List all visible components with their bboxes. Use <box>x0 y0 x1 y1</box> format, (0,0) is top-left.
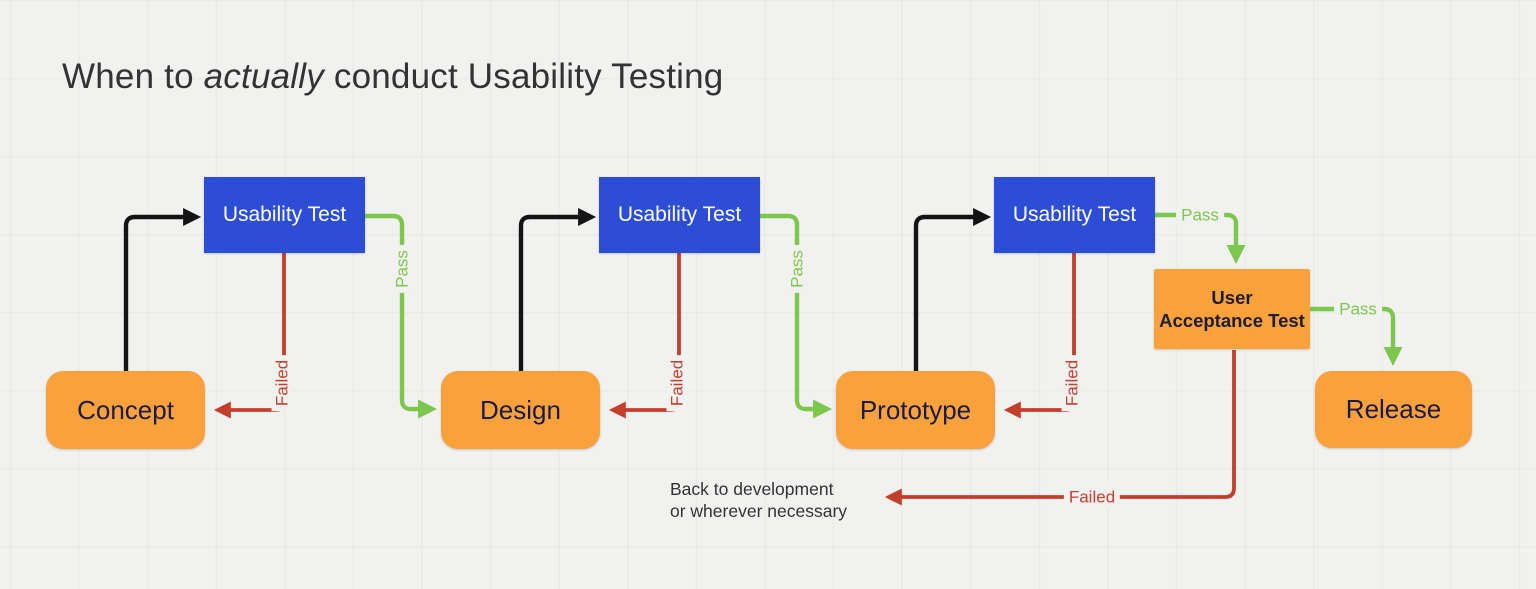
label-pass-3: Pass <box>1176 204 1224 226</box>
node-design-label: Design <box>480 394 561 425</box>
node-concept-label: Concept <box>77 394 174 425</box>
node-prototype: Prototype <box>836 371 995 449</box>
edge-pass-uat-to-release <box>1310 306 1403 367</box>
edge-pass-test3-to-uat <box>1155 212 1246 265</box>
node-usability-test-2: Usability Test <box>599 177 760 253</box>
edge-failed-uat-to-development <box>884 350 1236 506</box>
note-line-1: Back to development <box>670 479 834 499</box>
edge-pass-test1-to-design <box>365 213 438 419</box>
label-pass-2: Pass <box>786 245 808 293</box>
title-prefix: When to <box>62 57 204 96</box>
node-uat-label-line2: Acceptance Test <box>1159 310 1305 331</box>
edge-design-to-usability-test-2 <box>518 208 597 371</box>
note-back-to-development: Back to development or wherever necessar… <box>670 478 847 523</box>
note-line-2: or wherever necessary <box>670 501 848 522</box>
edge-concept-to-usability-test-1 <box>123 208 202 371</box>
node-prototype-label: Prototype <box>859 394 972 425</box>
node-usability-test-2-label: Usability Test <box>617 203 742 226</box>
node-usability-test-3: Usability Test <box>994 177 1155 253</box>
edge-prototype-to-usability-test-3 <box>913 208 992 371</box>
label-failed-3: Failed <box>1061 354 1083 412</box>
label-pass-4: Pass <box>1334 298 1382 320</box>
edge-pass-test2-to-prototype <box>760 213 833 419</box>
node-uat-label-line1: User <box>1211 286 1253 308</box>
diagram-title: When to actually conduct Usability Testi… <box>62 57 723 97</box>
label-failed-2: Failed <box>666 354 688 412</box>
node-user-acceptance-test: User Acceptance Test <box>1154 269 1310 349</box>
label-failed-4: Failed <box>1063 486 1121 508</box>
node-concept: Concept <box>46 371 205 449</box>
node-usability-test-3-label: Usability Test <box>1012 203 1137 226</box>
title-suffix: conduct Usability Testing <box>323 57 724 96</box>
node-release-label: Release <box>1345 394 1442 424</box>
label-failed-1: Failed <box>271 354 293 412</box>
title-emphasis: actually <box>203 57 324 96</box>
label-pass-1: Pass <box>391 245 413 293</box>
node-usability-test-1-label: Usability Test <box>222 203 347 226</box>
node-design: Design <box>441 371 600 449</box>
node-usability-test-1: Usability Test <box>204 177 365 253</box>
node-release: Release <box>1315 371 1472 448</box>
